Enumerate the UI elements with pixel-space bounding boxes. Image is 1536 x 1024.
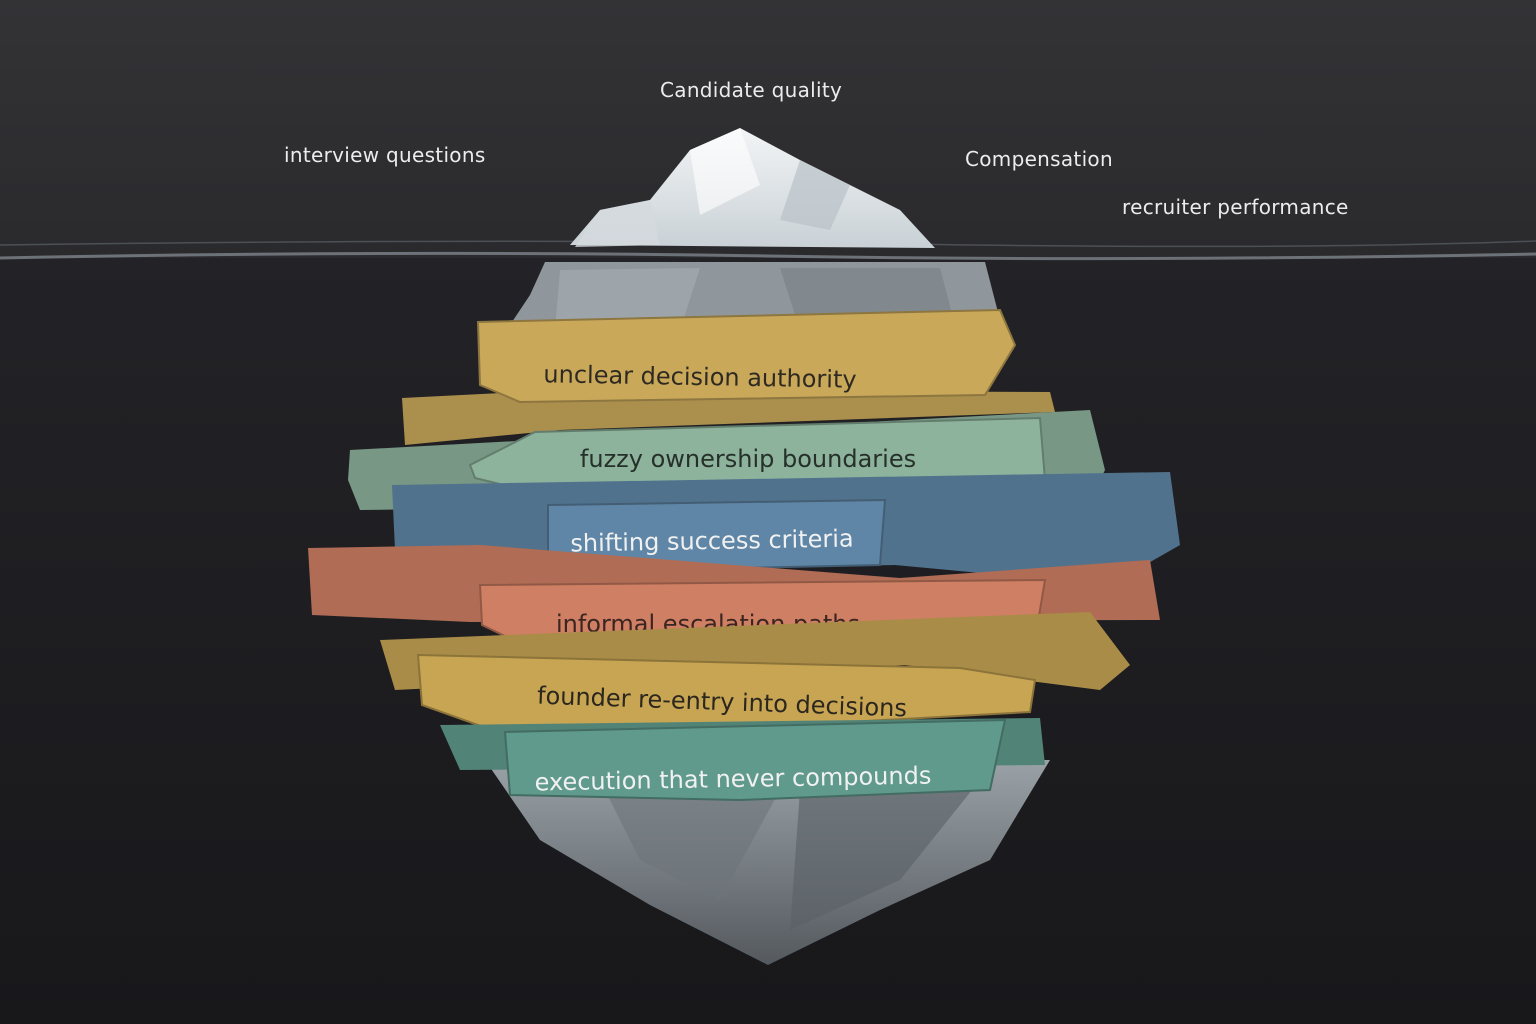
layer-label: unclear decision authority: [543, 360, 857, 393]
above-water-label-compensation: Compensation: [965, 147, 1113, 171]
layer-label: fuzzy ownership boundaries: [580, 445, 916, 473]
hidden-layer-6: execution that never compounds: [440, 718, 1045, 800]
above-water-label-candidate-quality: Candidate quality: [660, 78, 842, 102]
layer-label: shifting success criteria: [570, 525, 854, 558]
above-water-label-interview-questions: interview questions: [284, 143, 486, 167]
above-water-label-recruiter-performance: recruiter performance: [1122, 195, 1349, 219]
